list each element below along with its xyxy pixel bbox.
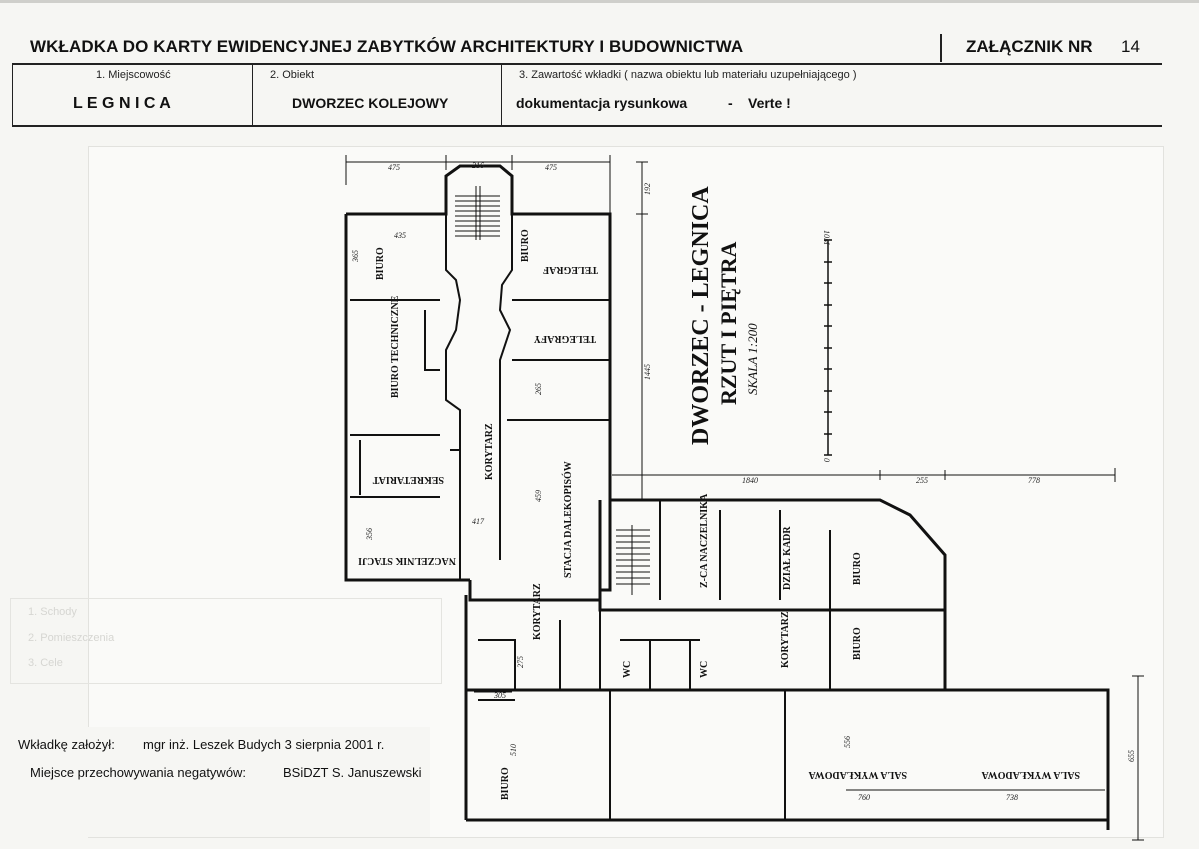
room-sekretariat: SEKRETARIAT	[372, 474, 444, 485]
room-biuro-tech: BIURO TECHNICZNE	[390, 295, 401, 398]
scale-bar	[824, 239, 832, 456]
founder-label: Wkładkę założył:	[18, 737, 115, 752]
room-zca-naczelnika: Z-CA NACZELNIKA	[699, 493, 710, 588]
header-divider	[940, 34, 942, 62]
dim-21: 275	[516, 656, 525, 668]
storage-value: BSiDZT S. Januszewski	[283, 765, 422, 780]
faint-line-2: 2. Pomieszczenia	[28, 632, 115, 644]
room-wc-1: WC	[622, 661, 633, 678]
content-verte: Verte !	[748, 95, 791, 111]
dim-20: 305	[493, 691, 506, 700]
scale-top-label: 10M	[822, 230, 831, 246]
faint-line-3: 3. Cele	[28, 657, 63, 669]
storage-label: Miejsce przechowywania negatywów:	[30, 765, 247, 780]
faint-box	[10, 598, 442, 684]
room-telegrafy: TELEGRAFY	[533, 333, 596, 344]
plan-scale: SKALA 1:200	[745, 323, 760, 395]
header-rule	[12, 63, 1162, 65]
dim-3: 475	[545, 163, 557, 172]
dim-10: 255	[916, 476, 928, 485]
fields-divider-2	[501, 63, 502, 127]
dim-17: 655	[1127, 750, 1136, 762]
room-biuro-right2: BIURO	[852, 627, 863, 660]
scale-zero-label: 0	[822, 458, 831, 462]
plan-title-line1: DWORZEC - LEGNICA	[688, 186, 714, 445]
fields-left-border	[12, 63, 13, 127]
room-korytarz-right: KORYTARZ	[780, 611, 791, 668]
content-label: 3. Zawartość wkładki ( nazwa obiektu lub…	[519, 69, 857, 81]
room-telegraf: TELEGRAF	[543, 264, 598, 275]
dim-19: 510	[509, 744, 518, 756]
footer-area	[10, 727, 430, 837]
room-stacja-dalekopisow: STACJA DALEKOPISÓW	[562, 461, 574, 578]
dim-14: 417	[472, 517, 485, 526]
dim-6: 365	[351, 250, 360, 263]
annex-number: 14	[1121, 37, 1140, 56]
dim-8: 265	[534, 383, 543, 395]
room-naczelnik-stacji: NACZELNIK STACJI	[358, 555, 456, 566]
room-korytarz-main: KORYTARZ	[484, 423, 495, 480]
room-korytarz-lower: KORYTARZ	[532, 583, 543, 640]
fields-rule	[12, 125, 1162, 127]
dim-7: 1445	[643, 364, 652, 380]
dim-15: 760	[858, 793, 870, 802]
dim-11: 778	[1028, 476, 1040, 485]
annex-label: ZAŁĄCZNIK NR	[966, 37, 1093, 56]
place-value: L E G N I C A	[73, 95, 171, 112]
dim-2: 216	[472, 161, 484, 170]
content-value: dokumentacja rysunkowa	[516, 95, 688, 111]
room-biuro-top2: BIURO	[520, 229, 531, 262]
dim-9: 1840	[742, 476, 758, 485]
place-label: 1. Miejscowość	[96, 69, 171, 81]
dim-1: 475	[388, 163, 400, 172]
fields-divider-1	[252, 63, 253, 127]
room-wc-2: WC	[699, 661, 710, 678]
room-biuro-bottom: BIURO	[500, 767, 511, 800]
form-title: WKŁADKA DO KARTY EWIDENCYJNEJ ZABYTKÓW A…	[30, 37, 744, 56]
room-dzial-kadr: DZIAŁ KADR	[782, 526, 793, 590]
founder-value: mgr inż. Leszek Budych 3 sierpnia 2001 r…	[143, 737, 385, 752]
room-biuro-top: BIURO	[375, 247, 386, 280]
object-label: 2. Obiekt	[270, 69, 315, 81]
dim-4: 192	[643, 183, 652, 195]
plan-title-line2: RZUT I PIĘTRA	[716, 241, 741, 405]
dim-12: 459	[534, 490, 543, 502]
room-biuro-right: BIURO	[852, 552, 863, 585]
dim-5: 435	[394, 231, 406, 240]
floor-plan-sheet	[88, 146, 1164, 838]
object-value: DWORZEC KOLEJOWY	[292, 95, 449, 111]
scan-edge-top	[0, 0, 1199, 3]
content-dash: -	[728, 95, 733, 111]
stairs-top	[455, 186, 500, 240]
dim-13: 356	[365, 528, 374, 541]
faint-line-1: 1. Schody	[28, 606, 77, 618]
plan-partitions	[350, 214, 920, 820]
dim-18: 556	[843, 736, 852, 748]
dim-16: 738	[1006, 793, 1018, 802]
room-sala-1: SALA WYKŁADOWA	[808, 769, 907, 780]
dimension-lines	[345, 155, 1144, 841]
room-sala-2: SALA WYKŁADOWA	[981, 769, 1080, 780]
stairs-lower	[616, 525, 650, 595]
